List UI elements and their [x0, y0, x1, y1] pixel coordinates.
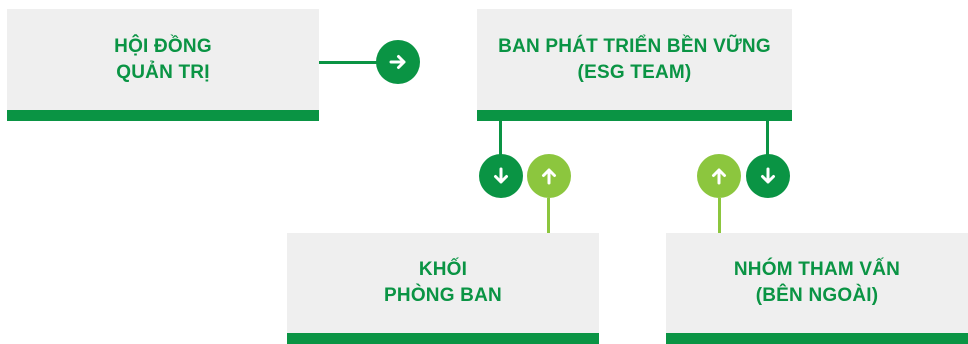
external-to-esg-arrow-circle [697, 154, 741, 198]
departments-label-line2: PHÒNG BAN [384, 285, 502, 306]
board-label-line2: QUẢN TRỊ [116, 61, 210, 83]
esg-label-line2: (ESG TEAM) [577, 61, 692, 83]
external-to-esg-line [718, 198, 721, 233]
external-label-line1: NHÓM THAM VẤN [733, 259, 901, 280]
board-label-line1: HỘI ĐỒNG [114, 35, 212, 57]
esg-to-departments-arrow-circle [479, 154, 523, 198]
arrow-right-circle [376, 40, 420, 84]
esg-to-external-line [766, 121, 769, 155]
departments-box: KHỐI PHÒNG BAN [287, 233, 599, 344]
arrow-up-icon [712, 168, 726, 185]
arrow-right-icon [389, 55, 406, 69]
arrow-up-icon [542, 168, 556, 185]
esg-to-external-arrow-circle [746, 154, 790, 198]
departments-to-esg-arrow-circle [527, 154, 571, 198]
esg-team-box: BAN PHÁT TRIỂN BỀN VỮNG (ESG TEAM) [477, 9, 792, 121]
esg-label-line1: BAN PHÁT TRIỂN BỀN VỮNG [498, 35, 771, 57]
arrow-down-icon [761, 167, 775, 184]
board-to-esg-line [319, 61, 379, 64]
external-advisory-box: NHÓM THAM VẤN (BÊN NGOÀI) [666, 233, 968, 344]
esg-to-departments-line [499, 121, 502, 155]
departments-label-line1: KHỐI [418, 259, 468, 280]
departments-to-esg-line [547, 198, 550, 233]
external-label-line2: (BÊN NGOÀI) [755, 285, 879, 306]
arrow-down-icon [494, 167, 508, 184]
board-of-directors-box: HỘI ĐỒNG QUẢN TRỊ [7, 9, 319, 121]
